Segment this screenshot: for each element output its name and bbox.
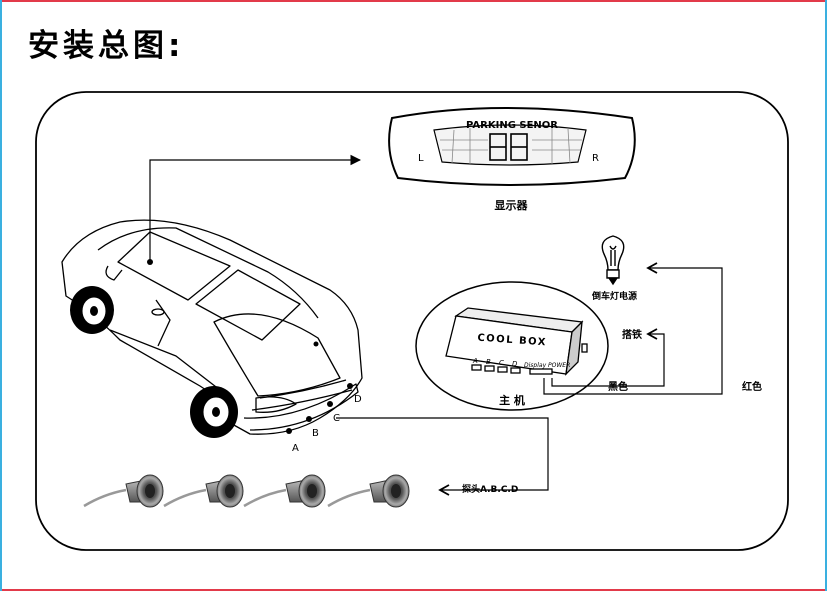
bottom-edge — [0, 589, 827, 591]
ground-label: 搭铁 — [622, 328, 642, 341]
display-unit: PARKING SENOR L R — [388, 107, 636, 186]
left-edge — [0, 0, 2, 591]
sensors-label: 探头A.B.C.D — [462, 483, 518, 495]
sensor-c — [243, 474, 326, 508]
sensor-a — [83, 474, 164, 508]
bumper-sensor-points — [286, 383, 353, 434]
parking-sensors — [83, 474, 410, 508]
port-d: D — [512, 360, 518, 368]
port-display-power: Display POWER — [524, 362, 570, 369]
reverse-light-label: 倒车灯电源 — [591, 290, 637, 302]
sensor-point-b: B — [312, 428, 319, 439]
diagram-frame — [35, 91, 789, 551]
car-illustration — [61, 219, 363, 435]
car-wheels — [70, 286, 238, 438]
control-box-brand: COOL BOX — [477, 333, 547, 349]
display-label: 显示器 — [495, 199, 529, 212]
display-brand: PARKING SENOR — [466, 120, 558, 131]
reverse-light-bulb-icon — [601, 235, 625, 286]
control-box — [445, 307, 588, 376]
display-right: R — [592, 153, 599, 164]
right-edge — [825, 0, 827, 591]
sensor-point-a: A — [292, 443, 299, 454]
wiring-lines — [336, 262, 723, 496]
sensor-d — [327, 474, 410, 508]
display-arrow — [149, 154, 362, 262]
digit-readout — [489, 133, 528, 161]
display-left: L — [418, 153, 424, 164]
top-edge — [0, 0, 827, 2]
black-wire-label: 黑色 — [608, 380, 628, 393]
control-box-label: 主 机 — [499, 393, 525, 407]
page-title: 安装总图: — [28, 28, 185, 64]
trunk-point — [313, 341, 319, 347]
red-wire-label: 红色 — [742, 380, 762, 393]
port-b: B — [486, 358, 491, 366]
port-a: A — [472, 357, 478, 365]
port-c: C — [499, 359, 504, 367]
dash-point — [147, 259, 153, 265]
sensor-point-d: D — [354, 394, 362, 405]
sensor-b — [163, 474, 244, 508]
